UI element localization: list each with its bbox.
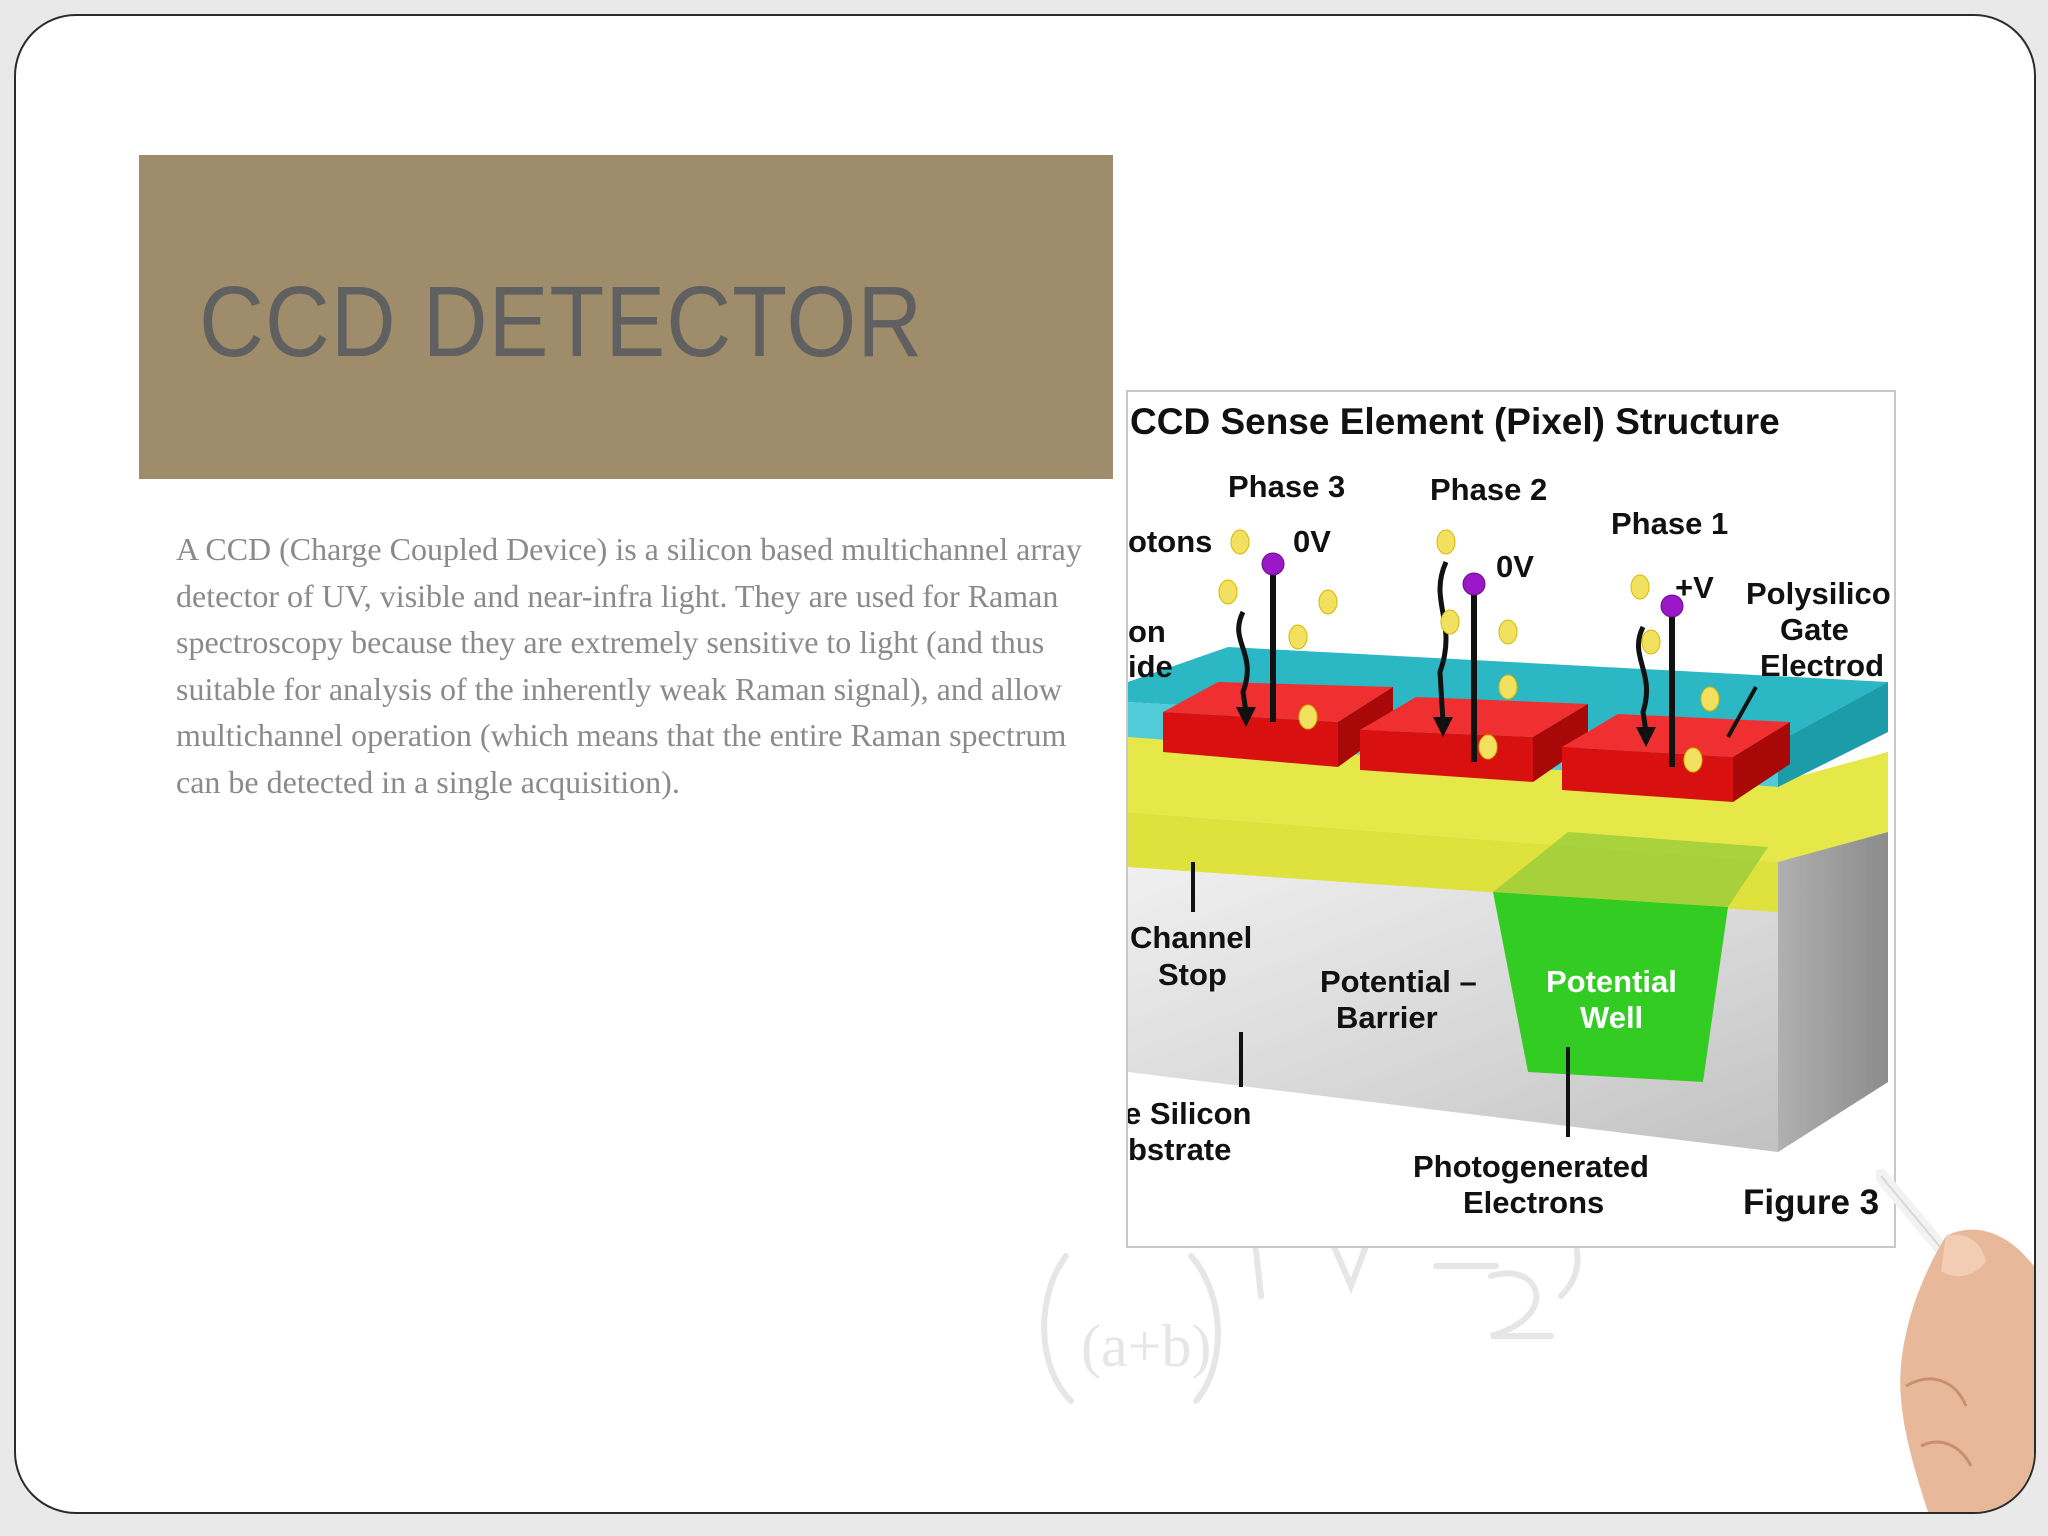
label-voltage-phase1: +V bbox=[1675, 570, 1714, 605]
label-silicon-substrate-line1: e Silicon bbox=[1128, 1096, 1251, 1131]
ccd-figure: CCD Sense Element (Pixel) Structure Phas… bbox=[1126, 390, 1896, 1248]
ccd-diagram: CCD Sense Element (Pixel) Structure Phas… bbox=[1128, 401, 1891, 1222]
electrode-wires bbox=[1270, 572, 1675, 767]
label-leaders bbox=[1191, 686, 1758, 1137]
label-polysilicon-line3: Electrod bbox=[1760, 648, 1884, 683]
arrow-heads bbox=[1236, 707, 1656, 747]
label-phase2: Phase 2 bbox=[1430, 472, 1547, 507]
potential-well-top bbox=[1493, 832, 1768, 907]
label-silicon-substrate-line2: bstrate bbox=[1128, 1132, 1231, 1167]
figure-title: CCD Sense Element (Pixel) Structure bbox=[1130, 401, 1780, 442]
label-figure-number: Figure 3 bbox=[1743, 1183, 1879, 1222]
label-channel-stop-line1: Channel bbox=[1130, 920, 1252, 955]
epitaxial-layer bbox=[1128, 737, 1888, 862]
hand-with-chalk-decoration bbox=[1876, 1169, 2034, 1512]
label-polysilicon-line1: Polysilico bbox=[1746, 576, 1891, 611]
label-oxide-line2: ide bbox=[1128, 649, 1173, 684]
title-banner: CCD DETECTOR bbox=[139, 155, 1113, 479]
slide: CCD DETECTOR A CCD (Charge Coupled Devic… bbox=[14, 14, 2036, 1514]
slide-title: CCD DETECTOR bbox=[199, 266, 924, 378]
label-oxide-line1: on bbox=[1128, 614, 1166, 649]
label-voltage-phase2: 0V bbox=[1496, 549, 1534, 584]
slide-body-text: A CCD (Charge Coupled Device) is a silic… bbox=[176, 531, 1082, 800]
chalk-formula-text: (a+b) bbox=[1081, 1313, 1211, 1379]
label-phase3: Phase 3 bbox=[1228, 469, 1345, 504]
label-photons: otons bbox=[1128, 524, 1212, 559]
label-photogenerated-line2: Electrons bbox=[1463, 1185, 1604, 1220]
label-photogenerated-line1: Photogenerated bbox=[1413, 1149, 1649, 1184]
label-potential-well-line1: Potential bbox=[1546, 964, 1677, 999]
photons bbox=[1218, 529, 1720, 773]
label-voltage-phase3: 0V bbox=[1293, 524, 1331, 559]
label-potential-barrier-line1: Potential – bbox=[1320, 964, 1477, 999]
label-potential-well-line2: Well bbox=[1580, 1000, 1643, 1035]
electron-terminals bbox=[1261, 552, 1684, 618]
oxide-side bbox=[1778, 682, 1888, 787]
label-polysilicon-line2: Gate bbox=[1780, 612, 1849, 647]
label-channel-stop-line2: Stop bbox=[1158, 957, 1227, 992]
label-phase1: Phase 1 bbox=[1611, 506, 1728, 541]
potential-well bbox=[1493, 892, 1728, 1082]
label-potential-barrier-line2: Barrier bbox=[1336, 1000, 1438, 1035]
